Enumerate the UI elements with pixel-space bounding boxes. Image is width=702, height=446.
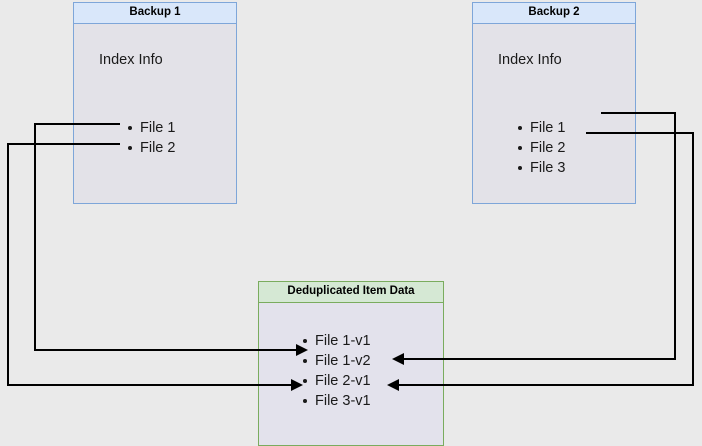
list-item: File 2: [516, 138, 565, 158]
list-item: File 3: [516, 158, 565, 178]
list-item: File 2-v1: [301, 371, 371, 391]
node-backup-2-title: Backup 2: [473, 3, 635, 24]
node-backup-2-subtitle: Index Info: [498, 52, 562, 68]
node-backup-1[interactable]: Backup 1 Index Info File 1 File 2: [73, 2, 237, 204]
node-backup-2[interactable]: Backup 2 Index Info File 1 File 2 File 3: [472, 2, 636, 204]
list-item: File 1: [516, 118, 565, 138]
node-backup-1-subtitle: Index Info: [99, 52, 163, 68]
node-backup-2-body: Index Info File 1 File 2 File 3: [473, 24, 635, 203]
node-deduplicated-item-data-body: File 1-v1 File 1-v2 File 2-v1 File 3-v1: [259, 303, 443, 445]
node-deduplicated-item-data-list: File 1-v1 File 1-v2 File 2-v1 File 3-v1: [301, 331, 371, 411]
node-backup-1-title: Backup 1: [74, 3, 236, 24]
node-backup-1-file-list: File 1 File 2: [126, 118, 175, 158]
list-item: File 1: [126, 118, 175, 138]
list-item: File 1-v1: [301, 331, 371, 351]
node-deduplicated-item-data-title: Deduplicated Item Data: [259, 282, 443, 303]
node-backup-2-file-list: File 1 File 2 File 3: [516, 118, 565, 178]
node-deduplicated-item-data[interactable]: Deduplicated Item Data File 1-v1 File 1-…: [258, 281, 444, 446]
list-item: File 1-v2: [301, 351, 371, 371]
list-item: File 2: [126, 138, 175, 158]
list-item: File 3-v1: [301, 391, 371, 411]
node-backup-1-body: Index Info File 1 File 2: [74, 24, 236, 203]
